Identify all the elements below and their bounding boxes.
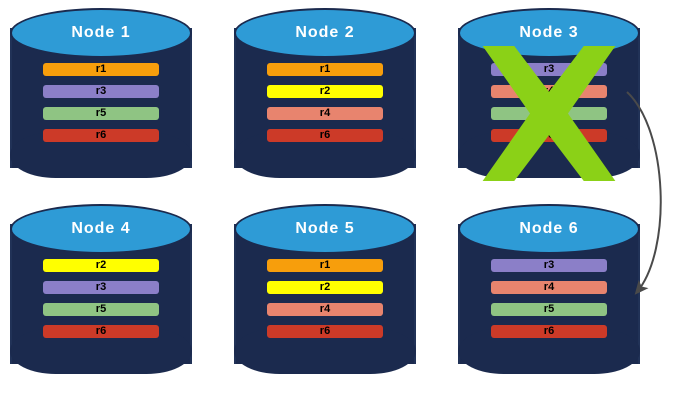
record-bar[interactable]: r6	[491, 129, 607, 142]
cylinder-top: Node 3	[458, 8, 640, 58]
node-title: Node 5	[295, 220, 355, 237]
record-bar[interactable]: r3	[491, 63, 607, 76]
record-list: r3 r4 r5 r6	[491, 259, 607, 338]
record-bar[interactable]: r4	[491, 85, 607, 98]
database-node-1[interactable]: Node 1 r1 r3 r5 r6	[10, 6, 192, 186]
cylinder-top: Node 6	[458, 204, 640, 254]
record-bar[interactable]: r6	[43, 325, 159, 338]
record-bar[interactable]: r6	[267, 325, 383, 338]
record-list: r1 r2 r4 r6	[267, 63, 383, 142]
record-bar[interactable]: r2	[267, 281, 383, 294]
cylinder-top: Node 1	[10, 8, 192, 58]
record-bar[interactable]: r1	[267, 63, 383, 76]
database-node-5[interactable]: Node 5 r1 r2 r4 r6	[234, 202, 416, 382]
record-list: r1 r3 r5 r6	[43, 63, 159, 142]
record-bar[interactable]: r5	[491, 303, 607, 316]
node-title: Node 3	[519, 24, 579, 41]
record-bar[interactable]: r4	[267, 303, 383, 316]
record-bar[interactable]: r2	[43, 259, 159, 272]
record-bar[interactable]: r3	[491, 259, 607, 272]
record-bar[interactable]: r1	[43, 63, 159, 76]
record-bar[interactable]: r5	[43, 107, 159, 120]
node-title: Node 4	[71, 220, 131, 237]
cylinder-top: Node 5	[234, 204, 416, 254]
record-bar[interactable]: r2	[267, 85, 383, 98]
database-node-3[interactable]: Node 3 r3 r4 r5 r6	[458, 6, 640, 186]
database-node-2[interactable]: Node 2 r1 r2 r4 r6	[234, 6, 416, 186]
node-title: Node 6	[519, 220, 579, 237]
record-bar[interactable]: r5	[43, 303, 159, 316]
record-bar[interactable]: r4	[491, 281, 607, 294]
record-bar[interactable]: r1	[267, 259, 383, 272]
record-bar[interactable]: r3	[43, 85, 159, 98]
database-node-6[interactable]: Node 6 r3 r4 r5 r6	[458, 202, 640, 382]
record-list: r3 r4 r5 r6	[491, 63, 607, 142]
record-bar[interactable]: r6	[43, 129, 159, 142]
record-list: r2 r3 r5 r6	[43, 259, 159, 338]
node-title: Node 1	[71, 24, 131, 41]
record-bar[interactable]: r3	[43, 281, 159, 294]
record-bar[interactable]: r6	[491, 325, 607, 338]
record-bar[interactable]: r5	[491, 107, 607, 120]
cylinder-top: Node 4	[10, 204, 192, 254]
cylinder-top: Node 2	[234, 8, 416, 58]
record-bar[interactable]: r6	[267, 129, 383, 142]
node-title: Node 2	[295, 24, 355, 41]
record-bar[interactable]: r4	[267, 107, 383, 120]
database-node-4[interactable]: Node 4 r2 r3 r5 r6	[10, 202, 192, 382]
record-list: r1 r2 r4 r6	[267, 259, 383, 338]
